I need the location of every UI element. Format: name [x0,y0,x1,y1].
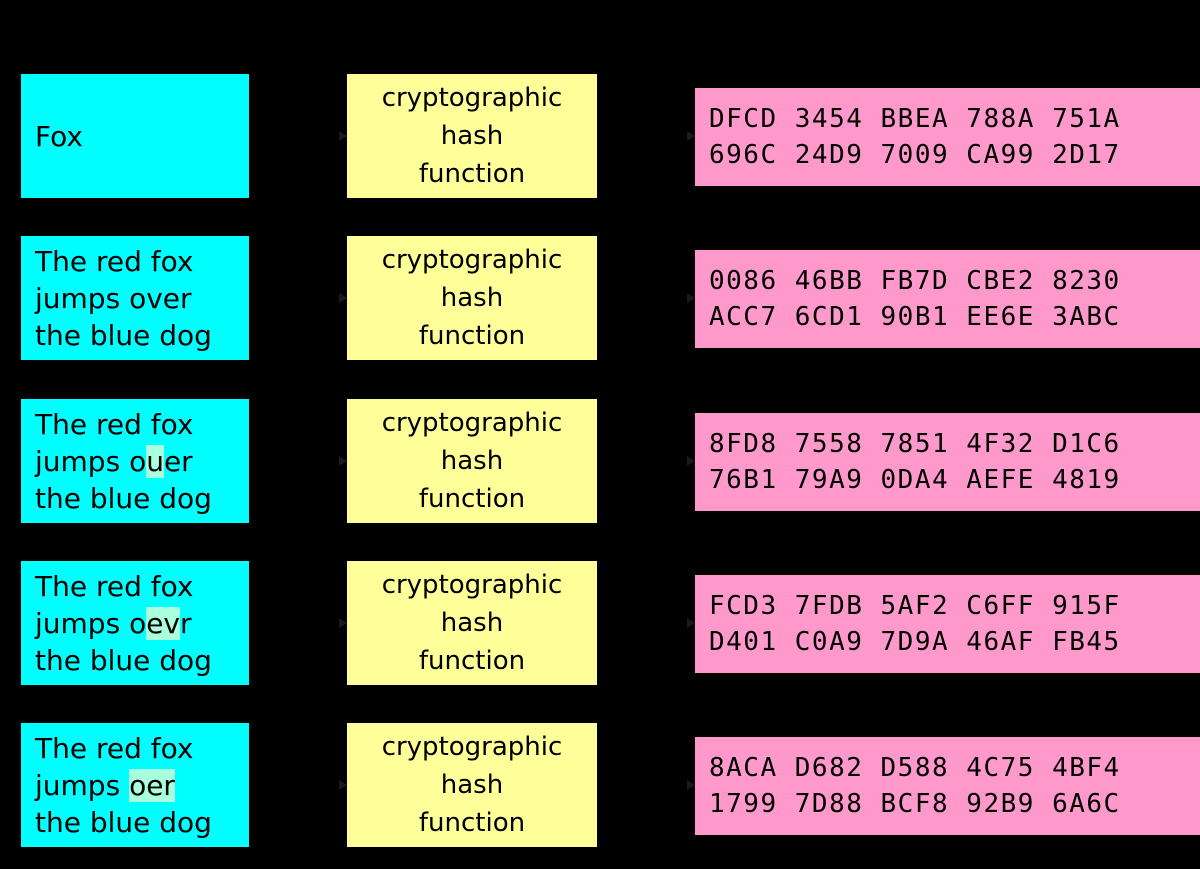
digest-box: 0086 46BB FB7D CBE2 8230 ACC7 6CD1 90B1 … [695,250,1200,348]
diagram-row: Fox cryptographic hash function DFCD 345… [0,0,1200,198]
digest-line-2: D401 C0A9 7D9A 46AF FB45 [709,627,1121,657]
arrow-head-icon [339,131,347,141]
hash-function-box: cryptographic hash function [347,561,597,685]
arrow-head-icon [687,293,695,303]
arrow-head-icon [687,780,695,790]
input-message-text: The red fox jumps oevr the blue dog [35,568,212,679]
input-text-prefix: Fox [35,119,83,153]
input-message-box: The red fox jumps over the blue dog [21,236,249,360]
input-message-text: Fox [35,118,83,155]
input-text-prefix: The red fox jumps [35,731,194,802]
arrow-hash-to-digest [597,784,695,786]
arrow-hash-to-digest [597,297,695,299]
hash-function-label: cryptographic hash function [381,83,563,189]
digest-line-1: 0086 46BB FB7D CBE2 8230 [709,266,1121,296]
input-text-highlight: u [146,444,164,478]
digest-line-1: 8ACA D682 D588 4C75 4BF4 [709,753,1121,783]
digest-box: 8FD8 7558 7851 4F32 D1C6 76B1 79A9 0DA4 … [695,413,1200,511]
digest-box: 8ACA D682 D588 4C75 4BF4 1799 7D88 BCF8 … [695,737,1200,835]
arrow-input-to-hash [249,135,347,137]
input-message-box: The red fox jumps ouer the blue dog [21,399,249,523]
arrow-input-to-hash [249,622,347,624]
input-message-box: Fox [21,74,249,198]
arrow-input-to-hash [249,784,347,786]
digest-line-2: 1799 7D88 BCF8 92B9 6A6C [709,789,1121,819]
digest-line-1: DFCD 3454 BBEA 788A 751A [709,104,1121,134]
digest-line-1: 8FD8 7558 7851 4F32 D1C6 [709,429,1121,459]
arrow-head-icon [339,780,347,790]
input-text-prefix: The red fox jumps o [35,569,194,640]
arrow-input-to-hash [249,460,347,462]
arrow-hash-to-digest [597,135,695,137]
arrow-input-to-hash [249,297,347,299]
arrow-head-icon [687,131,695,141]
arrow-head-icon [339,618,347,628]
diagram-row: The red fox jumps oevr the blue dog cryp… [0,487,1200,685]
input-message-box: The red fox jumps oevr the blue dog [21,561,249,685]
hash-function-box: cryptographic hash function [347,723,597,847]
digest-line-1: FCD3 7FDB 5AF2 C6FF 915F [709,591,1121,621]
input-text-highlight: oer [129,768,175,802]
input-text-suffix: r the blue dog [35,606,212,677]
digest-box: DFCD 3454 BBEA 788A 751A 696C 24D9 7009 … [695,88,1200,186]
input-text-highlight: ev [146,606,180,640]
diagram-row: The red fox jumps ouer the blue dog cryp… [0,325,1200,523]
input-message-text: The red fox jumps over the blue dog [35,243,212,354]
hash-function-label: cryptographic hash function [381,570,563,676]
arrow-head-icon [687,618,695,628]
input-text-prefix: The red fox jumps over the blue dog [35,244,212,352]
hash-function-box: cryptographic hash function [347,74,597,198]
arrow-hash-to-digest [597,460,695,462]
hash-function-box: cryptographic hash function [347,236,597,360]
digest-line-2: ACC7 6CD1 90B1 EE6E 3ABC [709,302,1121,332]
digest-line-2: 76B1 79A9 0DA4 AEFE 4819 [709,465,1121,495]
arrow-head-icon [339,456,347,466]
diagram-row: The red fox jumps over the blue dog cryp… [0,162,1200,360]
digest-line-2: 696C 24D9 7009 CA99 2D17 [709,140,1121,170]
hash-function-label: cryptographic hash function [381,245,563,351]
arrow-head-icon [339,293,347,303]
diagram-row: The red fox jumps oer the blue dog crypt… [0,649,1200,847]
input-text-suffix: the blue dog [35,805,212,839]
input-message-box: The red fox jumps oer the blue dog [21,723,249,847]
input-text-suffix: er the blue dog [35,444,212,515]
digest-box: FCD3 7FDB 5AF2 C6FF 915F D401 C0A9 7D9A … [695,575,1200,673]
input-message-text: The red fox jumps ouer the blue dog [35,406,212,517]
hash-function-box: cryptographic hash function [347,399,597,523]
hash-function-label: cryptographic hash function [381,732,563,838]
input-text-prefix: The red fox jumps o [35,407,194,478]
hash-function-label: cryptographic hash function [381,408,563,514]
arrow-hash-to-digest [597,622,695,624]
arrow-head-icon [687,456,695,466]
input-message-text: The red fox jumps oer the blue dog [35,730,212,841]
